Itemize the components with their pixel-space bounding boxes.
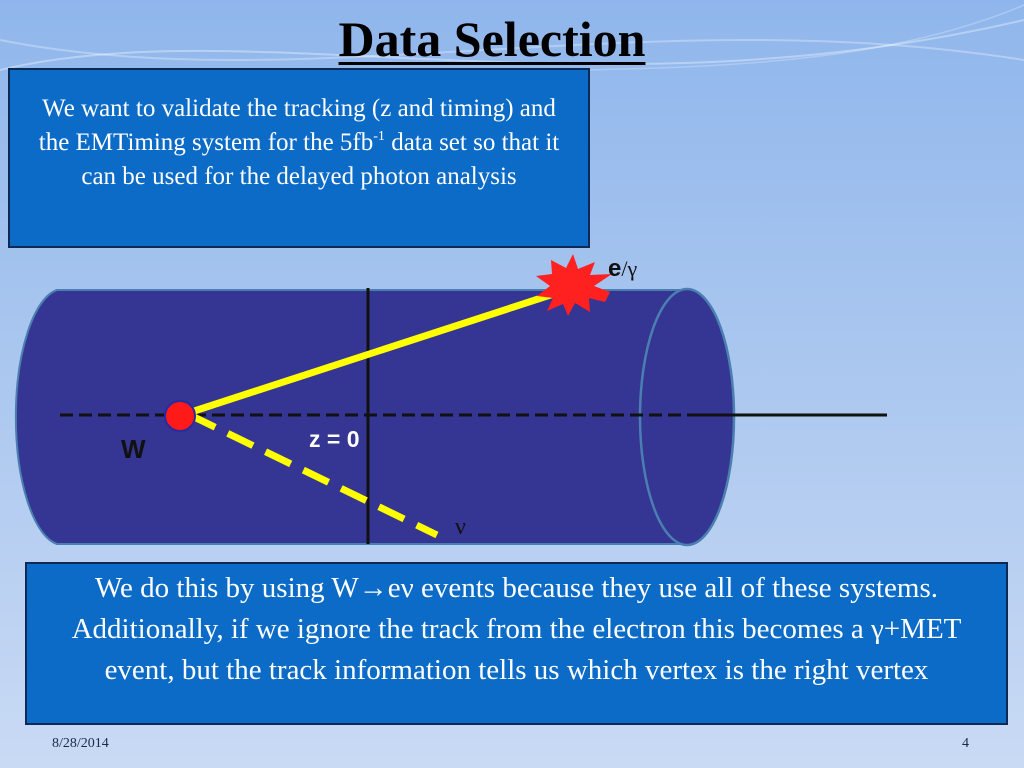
e-gamma-e: e bbox=[608, 255, 621, 282]
e-gamma-gamma: /γ bbox=[621, 256, 637, 281]
footer-page-number: 4 bbox=[962, 736, 969, 751]
neutrino-track bbox=[188, 411, 439, 539]
footer-date: 8/28/2014 bbox=[52, 736, 109, 751]
explanation-textbox: We do this by using W→eν events because … bbox=[25, 562, 1008, 725]
electron-track bbox=[180, 284, 574, 419]
w-decay-diagram: W z = 0 e/γ ν bbox=[14, 254, 887, 547]
energy-deposit-burst bbox=[536, 254, 612, 316]
z0-label: z = 0 bbox=[309, 426, 360, 452]
slide-title: Data Selection bbox=[338, 11, 646, 67]
detector-cylinder-endcap bbox=[638, 287, 736, 547]
nu-label: ν bbox=[455, 514, 466, 540]
w-label: W bbox=[121, 434, 146, 464]
e-gamma-label: e/γ bbox=[608, 255, 637, 282]
detector-cylinder-body bbox=[14, 289, 730, 545]
intro-superscript: -1 bbox=[373, 129, 385, 144]
w-vertex-dot bbox=[164, 400, 196, 432]
intro-textbox: We want to validate the tracking (z and … bbox=[8, 68, 590, 248]
intro-text-part1: We want to validate the tracking (z and … bbox=[38, 95, 556, 156]
intro-text-part2: data set so that it can be used for the … bbox=[81, 129, 560, 190]
